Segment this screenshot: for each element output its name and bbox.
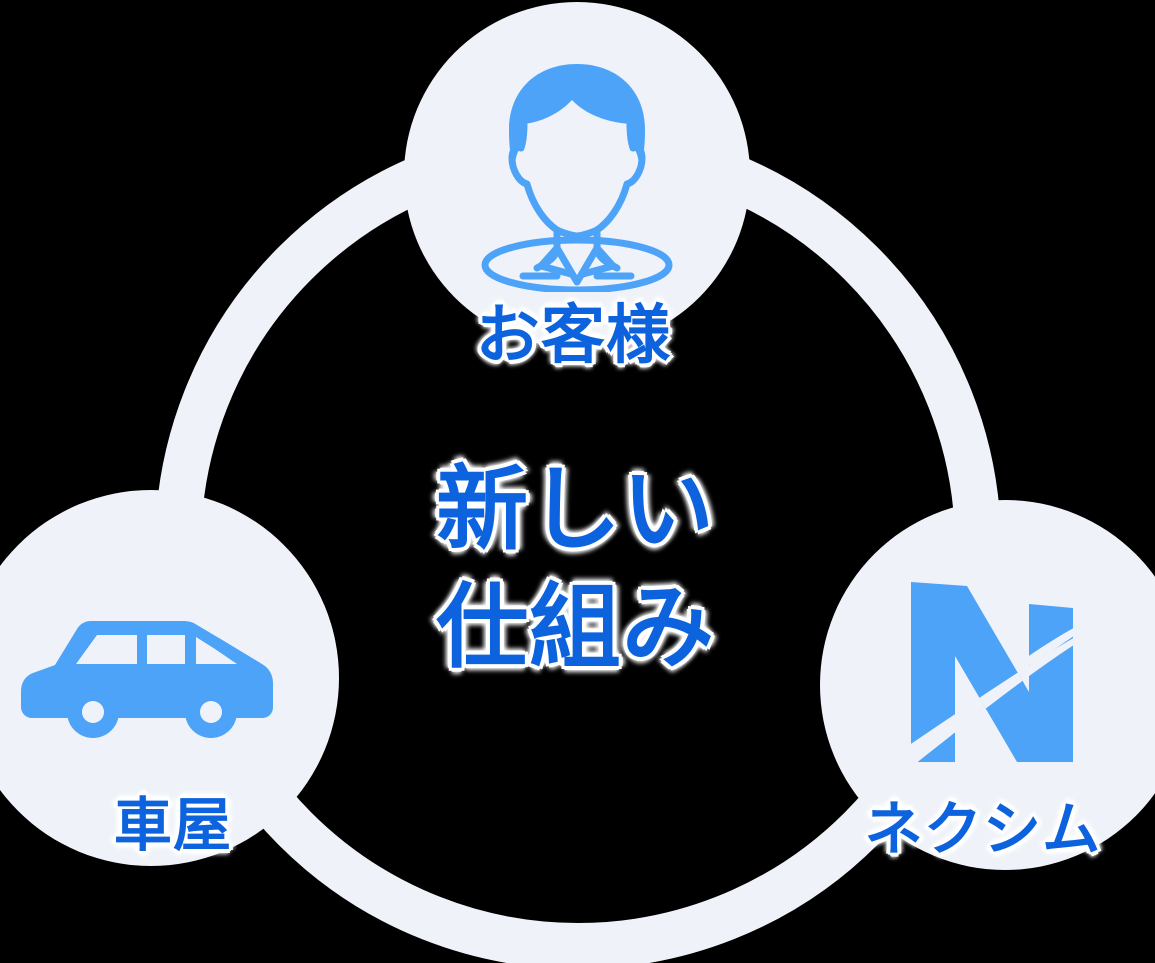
- car-icon: [19, 607, 275, 744]
- node-label-nexim: ネクシム: [864, 797, 1102, 862]
- center-headline-line2: 仕組み: [436, 576, 715, 679]
- node-label-customer: お客様: [475, 299, 672, 371]
- person-icon: [479, 60, 675, 297]
- node-nexim[interactable]: [820, 500, 1155, 870]
- node-label-car-shop: 車屋: [113, 793, 233, 858]
- node-car-shop[interactable]: [0, 490, 339, 866]
- center-headline-line1: 新しい: [436, 459, 715, 561]
- nexim-n-logo-icon: [897, 574, 1089, 775]
- center-headline: 新しい 仕組み: [0, 452, 1153, 688]
- node-customer[interactable]: [404, 2, 750, 348]
